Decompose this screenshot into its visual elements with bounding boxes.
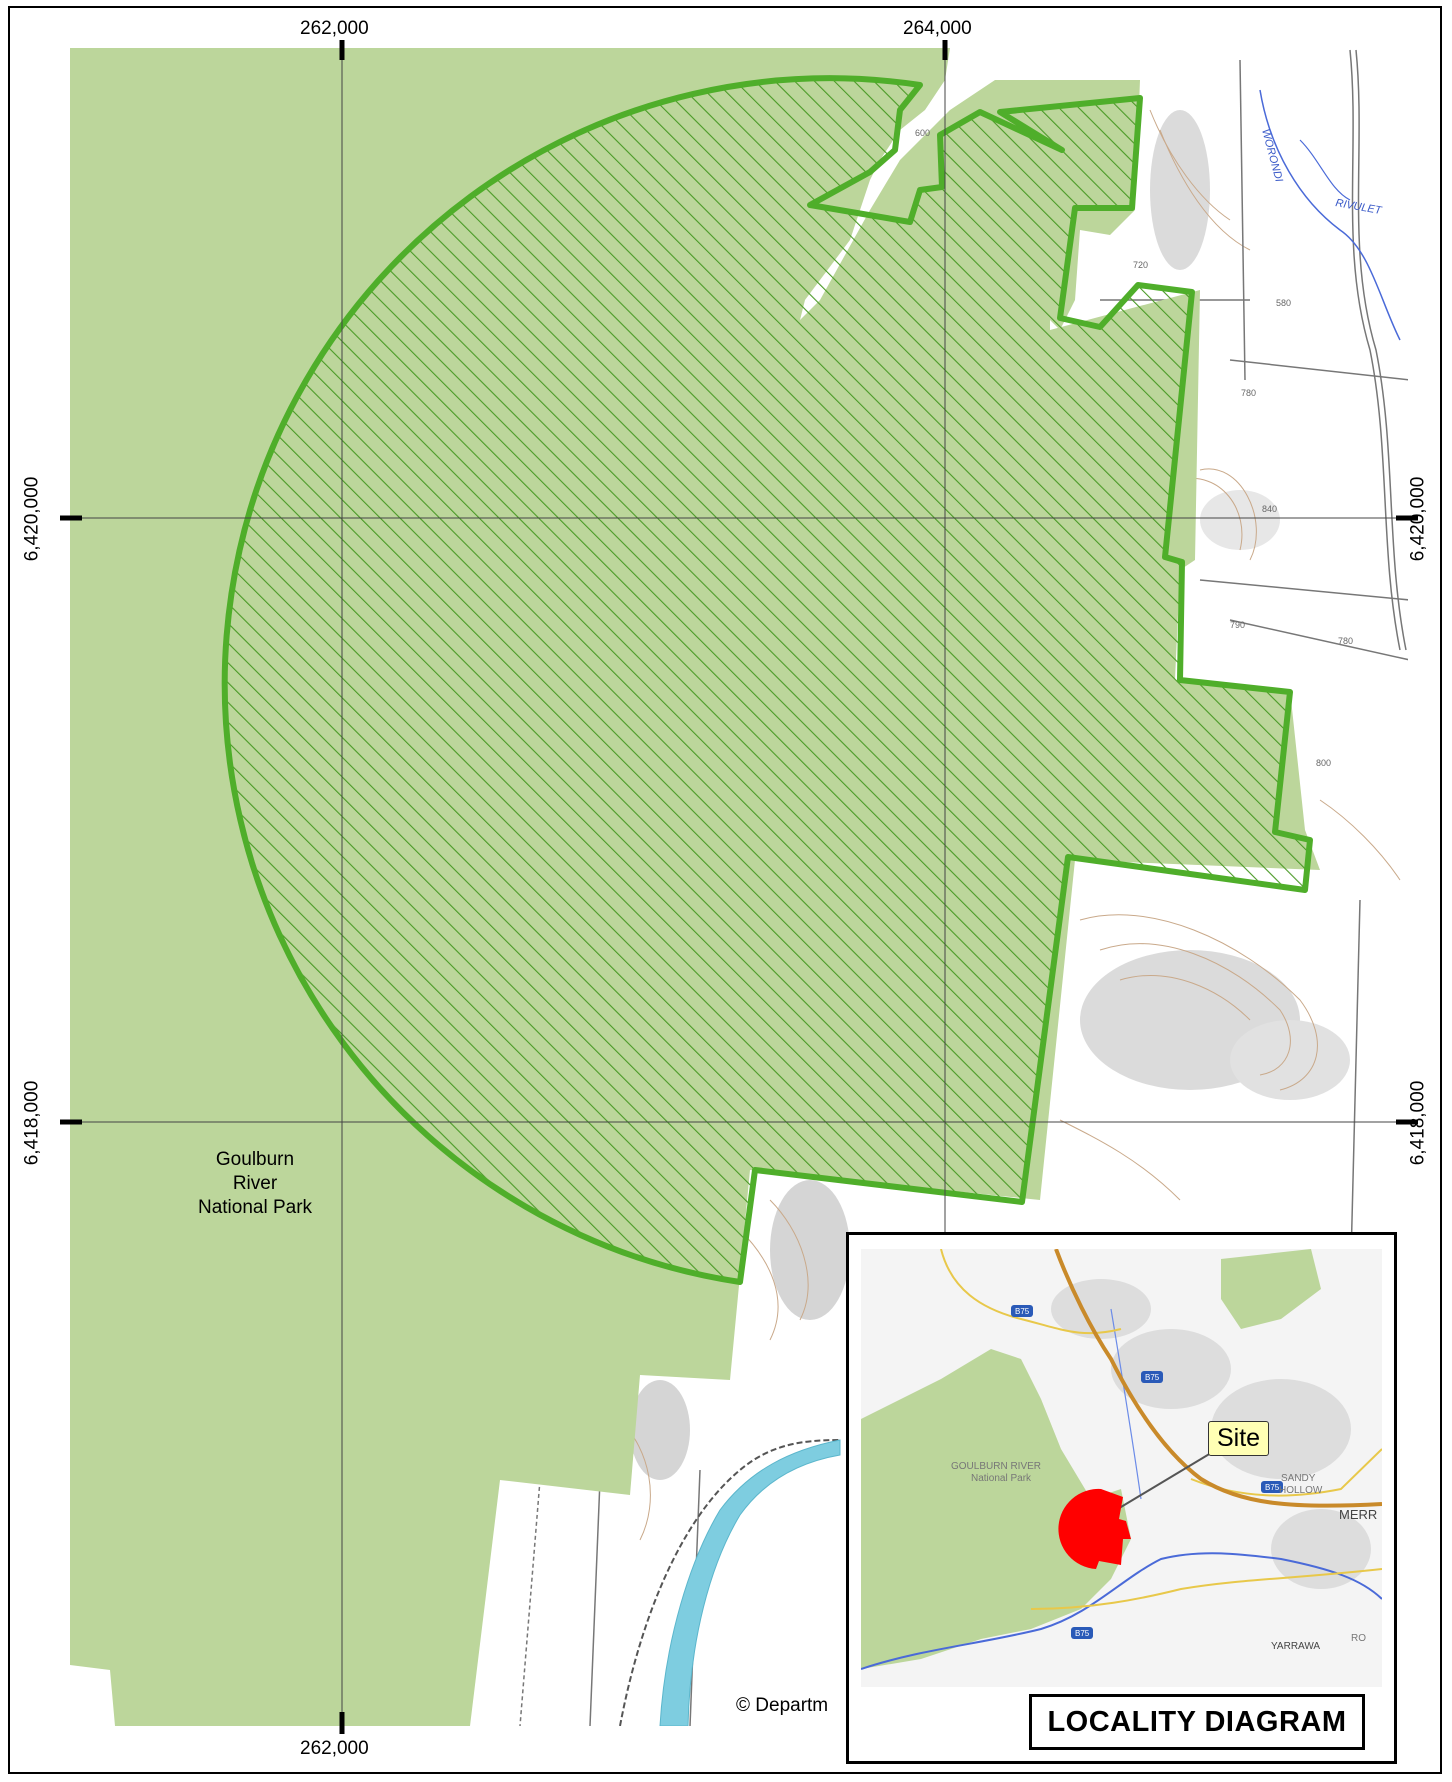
creek-tributary bbox=[1299, 139, 1351, 201]
grid-lines bbox=[70, 48, 1408, 1726]
inset-place-label: MERR bbox=[1339, 1507, 1377, 1522]
contour-lines bbox=[619, 109, 1401, 1541]
route-badge: B75 bbox=[1015, 1307, 1030, 1316]
inset-place-label: National Park bbox=[971, 1473, 1032, 1484]
grid-label-easting: 262,000 bbox=[300, 1738, 369, 1759]
locality-diagram-title: LOCALITY DIAGRAM bbox=[1029, 1694, 1365, 1750]
spot-height: 790 bbox=[1230, 620, 1245, 630]
site-leader-line bbox=[1100, 1443, 1227, 1520]
site-marker bbox=[1058, 1488, 1131, 1569]
locality-inset: B75 B75 B75 B75 GOULBURN RIVER National … bbox=[846, 1232, 1397, 1764]
spot-height: 800 bbox=[1316, 758, 1331, 768]
goulburn-river bbox=[659, 1439, 841, 1726]
spot-height: 780 bbox=[1338, 636, 1353, 646]
woronora-creek bbox=[1259, 89, 1401, 341]
spot-height: 600 bbox=[915, 128, 930, 138]
inset-park-area bbox=[861, 1349, 1131, 1669]
grid-label-easting: 262,000 bbox=[300, 18, 369, 39]
grid-ticks bbox=[60, 40, 1418, 1734]
inset-road bbox=[1030, 1568, 1382, 1610]
park-label-line: National Park bbox=[197, 1197, 313, 1218]
inset-river bbox=[861, 1552, 1382, 1670]
park-label-line: River bbox=[232, 1173, 278, 1194]
spot-height: 580 bbox=[1276, 298, 1291, 308]
route-badge: B75 bbox=[1145, 1373, 1160, 1382]
grid-label-northing: 6,420,000 bbox=[1407, 476, 1429, 562]
grid-label-northing: 6,418,000 bbox=[1407, 1080, 1429, 1166]
spot-heights: 600 720 580 780 840 790 780 800 bbox=[915, 128, 1353, 768]
inset-road bbox=[940, 1249, 1122, 1335]
inset-map: B75 B75 B75 B75 GOULBURN RIVER National … bbox=[861, 1249, 1382, 1687]
route-badges: B75 B75 B75 B75 bbox=[1011, 1305, 1283, 1639]
grid-label-easting: 264,000 bbox=[903, 18, 972, 39]
map-frame bbox=[8, 6, 1442, 1774]
terrain-shading bbox=[630, 110, 1350, 1480]
inset-place-label: GOULBURN RIVER bbox=[951, 1461, 1041, 1472]
route-badge: B75 bbox=[1265, 1483, 1280, 1492]
inset-highway bbox=[1054, 1249, 1382, 1508]
roads bbox=[519, 49, 1408, 1726]
inset-place-label: RO bbox=[1351, 1633, 1366, 1644]
park-label: Goulburn River National Park bbox=[175, 1148, 335, 1220]
inset-park-area-north bbox=[1221, 1249, 1321, 1329]
railway bbox=[619, 1439, 841, 1726]
spot-height: 780 bbox=[1241, 388, 1256, 398]
copyright-text: © Departm bbox=[736, 1695, 829, 1716]
inset-place-label: HOLLOW bbox=[1279, 1485, 1323, 1496]
inset-place-label: YARRAWA bbox=[1271, 1641, 1320, 1652]
spot-height: 840 bbox=[1262, 504, 1277, 514]
inset-place-label: SANDY bbox=[1281, 1473, 1316, 1484]
park-label-line: Goulburn bbox=[215, 1149, 295, 1170]
site-label: Site bbox=[1208, 1421, 1270, 1456]
route-badge: B75 bbox=[1075, 1629, 1090, 1638]
grid-label-northing: 6,418,000 bbox=[21, 1080, 43, 1166]
spot-height: 720 bbox=[1133, 260, 1148, 270]
grid-label-northing: 6,420,000 bbox=[21, 476, 43, 562]
site-area bbox=[221, 75, 1313, 1285]
